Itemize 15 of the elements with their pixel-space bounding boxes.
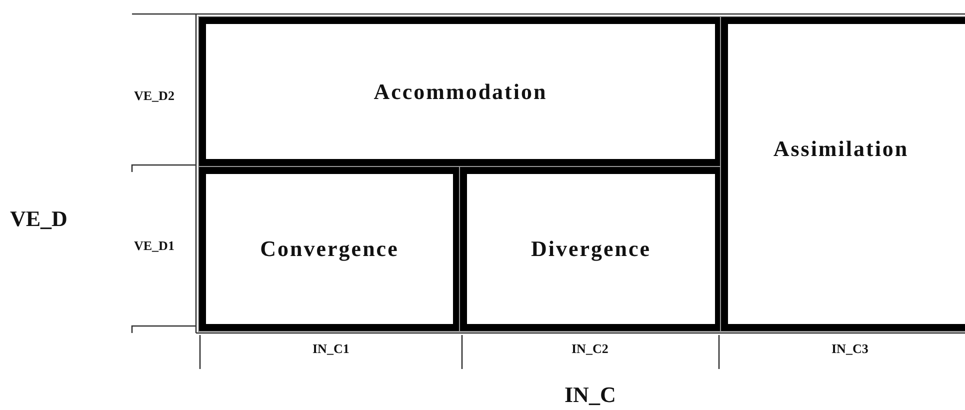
quadrant-label: Assimilation — [773, 136, 909, 162]
axis-tick-label: IN_C1 — [312, 341, 350, 357]
axis-tick-label: IN_C2 — [572, 341, 608, 357]
quadrant-label: Accommodation — [374, 78, 548, 104]
axis-title: IN_C — [564, 382, 616, 408]
quadrant-box — [721, 17, 965, 331]
quadrant-label: Divergence — [530, 236, 652, 262]
axis-tick-label: IN_C3 — [832, 341, 868, 357]
axis-title: VE_D — [10, 206, 68, 232]
axis-tick-label: VE_D2 — [134, 88, 174, 104]
axis-tick-label: VE_D1 — [134, 238, 174, 254]
quadrant-box — [460, 167, 722, 331]
quadrant-box — [199, 167, 460, 331]
quadrant-box — [199, 17, 722, 166]
quadrant-label: Convergence — [260, 236, 399, 262]
